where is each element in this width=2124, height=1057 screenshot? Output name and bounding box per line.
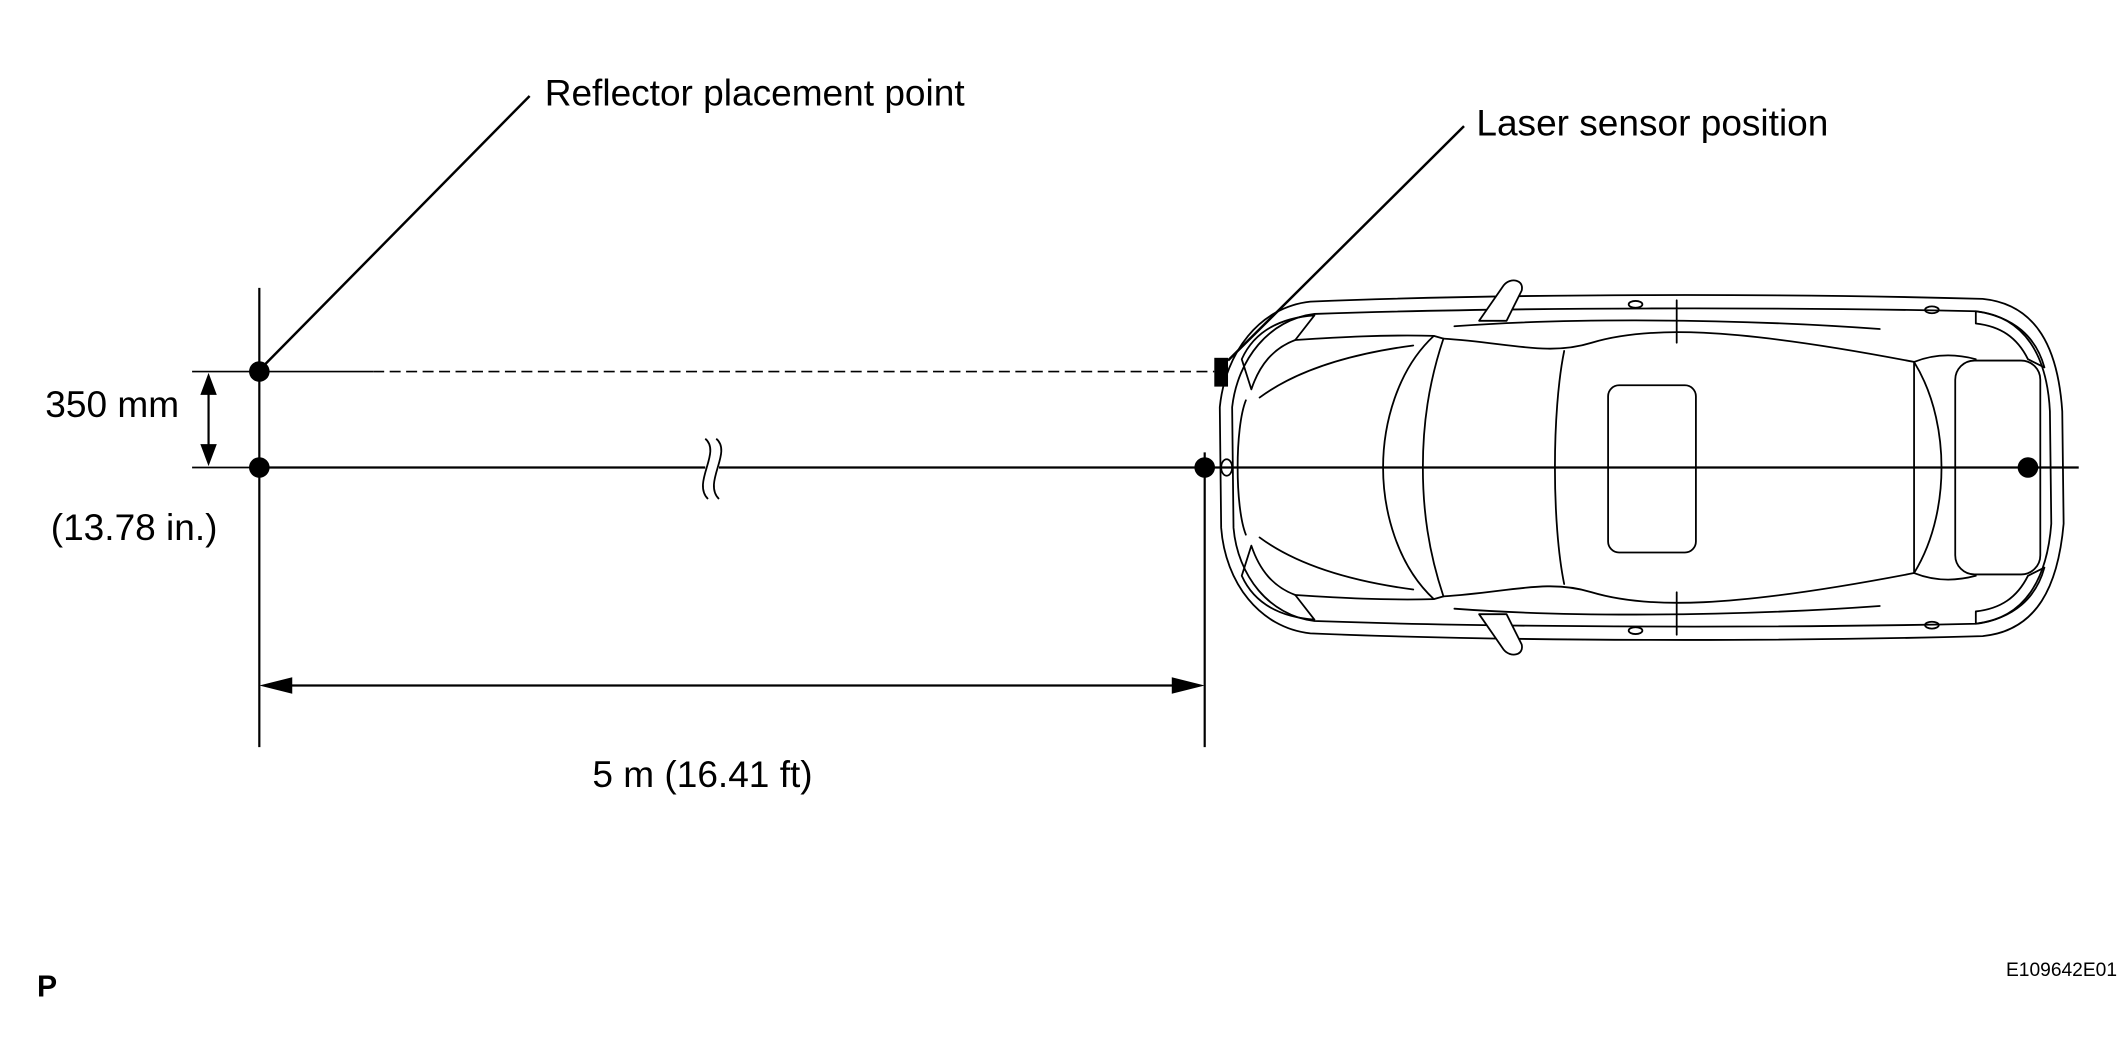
offset-inch-label: (13.78 in.)	[51, 506, 218, 548]
headlight-top	[1240, 314, 1316, 391]
headlight-bottom	[1240, 544, 1316, 621]
distance-dimension-arrow	[259, 677, 1205, 694]
vehicle-front-center-dot	[1194, 457, 1215, 478]
hood-crease-bottom	[1258, 536, 1415, 591]
offset-dimension-arrow	[192, 370, 260, 469]
rear-deck-line-top	[1913, 354, 1977, 363]
windshield	[1382, 334, 1445, 600]
door-handle-front-bottom	[1627, 626, 1644, 635]
reflector-center-dot	[249, 457, 270, 478]
side-window-top	[1453, 319, 1881, 330]
reflector-point-dot	[249, 361, 270, 382]
rear-deck-line-bottom	[1913, 572, 1977, 581]
offset-mm-label: 350 mm	[45, 383, 179, 425]
side-mirror-bottom	[1478, 613, 1523, 656]
laser-leader-line	[1227, 125, 1465, 362]
sunroof	[1607, 384, 1697, 554]
reflector-leader-line	[261, 95, 531, 369]
page-marker: P	[37, 971, 57, 1004]
side-window-bottom	[1453, 605, 1881, 616]
side-mirror-top	[1478, 279, 1523, 322]
hood-line-top	[1294, 334, 1435, 341]
laser-label: Laser sensor position	[1476, 102, 1828, 144]
reflector-label: Reflector placement point	[545, 72, 966, 114]
hood-line-bottom	[1294, 594, 1435, 601]
distance-label: 5 m (16.41 ft)	[592, 753, 812, 795]
door-handle-front-top	[1627, 300, 1644, 309]
vehicle-rear-center-dot	[2017, 457, 2039, 478]
taillight-top	[1974, 310, 2046, 369]
door-handle-rear-bottom	[1924, 620, 1940, 630]
break-symbol	[702, 438, 723, 500]
taillight-bottom	[1974, 566, 2046, 625]
figure-id: E109642E01	[2006, 960, 2117, 981]
laser-sensor-marker	[1214, 357, 1229, 387]
door-handle-rear-top	[1924, 305, 1940, 315]
hood-crease-top	[1258, 344, 1415, 399]
